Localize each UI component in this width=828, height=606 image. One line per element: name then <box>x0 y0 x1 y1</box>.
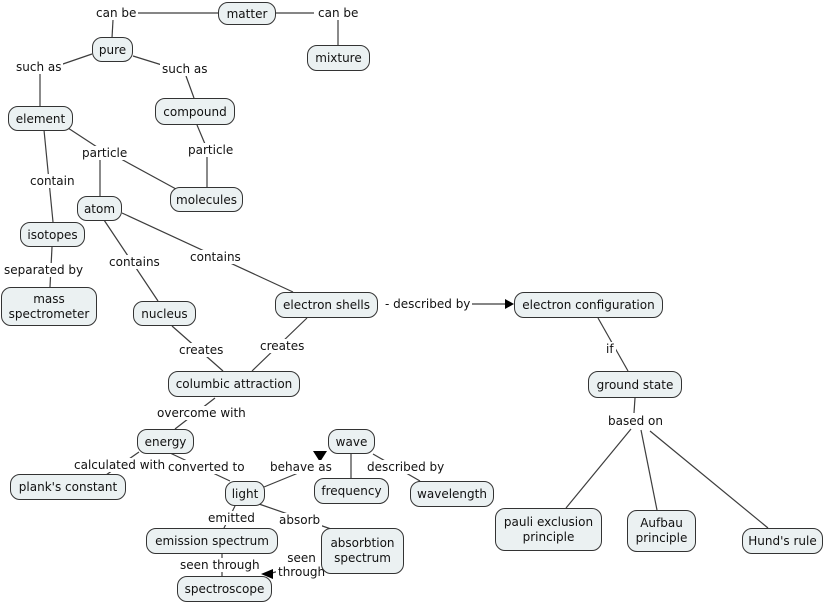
edge-element-particle <box>67 127 98 148</box>
edge-canbe-pure <box>111 19 114 39</box>
edge-suchas-compound <box>185 75 195 99</box>
node-columbic-attraction[interactable]: columbic attraction <box>168 371 300 397</box>
edge-pure-suchas-right <box>132 55 163 66</box>
link-label-described-by-arrow[interactable]: - described by <box>383 297 473 311</box>
link-label-can-be-left[interactable]: can be <box>94 6 139 20</box>
link-label-such-as-left[interactable]: such as <box>14 60 64 74</box>
link-label-seen-through-left[interactable]: seen through <box>178 558 262 572</box>
node-matter[interactable]: matter <box>218 2 276 25</box>
link-label-contains-left[interactable]: contains <box>107 255 162 269</box>
edge-compound-particle <box>196 124 206 145</box>
node-mixture[interactable]: mixture <box>307 45 370 71</box>
node-isotopes[interactable]: isotopes <box>20 222 85 247</box>
node-absorbtion-spectrum[interactable]: absorbtion spectrum <box>321 528 404 574</box>
edge-particle-molecules-left <box>120 158 177 190</box>
node-wavelength[interactable]: wavelength <box>410 481 494 507</box>
link-label-if[interactable]: if <box>604 342 616 356</box>
link-label-behave-as[interactable]: behave as <box>268 460 334 474</box>
arrowhead-down-icon <box>313 451 327 462</box>
edge-basedon-aufbau <box>640 429 658 511</box>
node-frequency[interactable]: frequency <box>314 478 389 504</box>
node-element[interactable]: element <box>8 106 73 131</box>
edge-basedon-hunds <box>649 430 769 529</box>
link-label-such-as-right[interactable]: such as <box>160 62 210 76</box>
node-pauli-exclusion-principle[interactable]: pauli exclusion principle <box>495 508 602 551</box>
link-label-overcome-with[interactable]: overcome with <box>155 406 248 420</box>
link-label-converted-to[interactable]: converted to <box>166 460 247 474</box>
node-energy[interactable]: energy <box>137 429 194 454</box>
link-label-described-by[interactable]: described by <box>365 460 447 474</box>
link-label-creates-right[interactable]: creates <box>258 339 307 353</box>
link-label-based-on[interactable]: based on <box>606 414 665 428</box>
link-label-emitted[interactable]: emitted <box>206 511 257 525</box>
node-electron-configuration[interactable]: electron configuration <box>514 292 663 318</box>
arrowhead-left-icon <box>261 569 273 579</box>
link-label-contains-right[interactable]: contains <box>188 250 243 264</box>
node-pure[interactable]: pure <box>92 37 133 62</box>
link-label-separated-by[interactable]: separated by <box>2 263 86 277</box>
node-planks-constant[interactable]: plank's constant <box>10 474 126 500</box>
arrowhead-right-icon <box>505 299 514 309</box>
node-aufbau-principle[interactable]: Aufbau principle <box>627 510 696 552</box>
link-label-particle-left[interactable]: particle <box>80 146 130 160</box>
node-spectroscope[interactable]: spectroscope <box>177 576 272 602</box>
node-mass-spectrometer[interactable]: mass spectrometer <box>1 287 97 326</box>
link-label-particle-right[interactable]: particle <box>186 143 236 157</box>
link-label-seen-through-right[interactable]: seen through <box>276 551 328 580</box>
node-molecules[interactable]: molecules <box>170 187 243 212</box>
node-emission-spectrum[interactable]: emission spectrum <box>146 528 278 554</box>
link-label-can-be-right[interactable]: can be <box>316 6 361 20</box>
node-ground-state[interactable]: ground state <box>588 371 682 398</box>
link-label-creates-left[interactable]: creates <box>177 343 226 357</box>
edge-pure-suchas-left <box>59 53 93 66</box>
link-label-calculated-with[interactable]: calculated with <box>72 458 168 472</box>
link-label-contain[interactable]: contain <box>28 174 77 188</box>
node-hunds-rule[interactable]: Hund's rule <box>742 528 823 554</box>
node-atom[interactable]: atom <box>77 196 122 221</box>
link-label-absorb[interactable]: absorb <box>277 513 323 527</box>
edge-groundstate-basedon <box>633 397 636 414</box>
node-electron-shells[interactable]: electron shells <box>275 292 378 318</box>
node-nucleus[interactable]: nucleus <box>133 301 196 326</box>
node-wave[interactable]: wave <box>328 429 375 454</box>
edge-basedon-pauli <box>565 428 632 509</box>
node-compound[interactable]: compound <box>155 98 235 125</box>
node-light[interactable]: light <box>225 481 265 506</box>
